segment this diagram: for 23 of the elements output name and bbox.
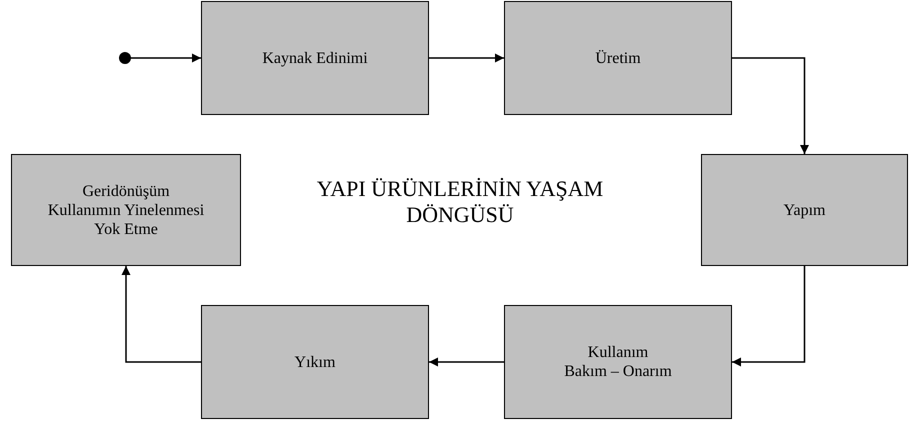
process-box — [504, 305, 732, 419]
box-label: Kullanım — [588, 343, 648, 362]
arrow — [429, 358, 504, 366]
arrow — [732, 266, 806, 366]
box-label: Kaynak Edinimi — [262, 48, 368, 68]
box-label: Üretim — [595, 48, 641, 68]
arrow — [732, 57, 809, 154]
arrow — [429, 54, 504, 62]
box-label: Geridönüşüm — [82, 182, 170, 200]
arrow — [131, 54, 201, 62]
box-label: Kullanımın Yinelenmesi — [48, 200, 204, 220]
diagram-title: YAPI ÜRÜNLERİNİN YAŞAM DÖNGÜSÜ — [316, 176, 604, 228]
box-label: Yok Etme — [94, 220, 158, 238]
box-label: Yıkım — [294, 352, 336, 372]
process-box — [201, 1, 429, 115]
process-box — [11, 154, 241, 266]
process-box — [701, 154, 908, 266]
start-dot — [119, 52, 131, 64]
process-box — [201, 305, 429, 419]
arrow — [122, 266, 201, 363]
box-label: Bakım – Onarım — [564, 362, 672, 381]
process-box — [504, 1, 732, 115]
box-label: Yapım — [784, 200, 826, 220]
